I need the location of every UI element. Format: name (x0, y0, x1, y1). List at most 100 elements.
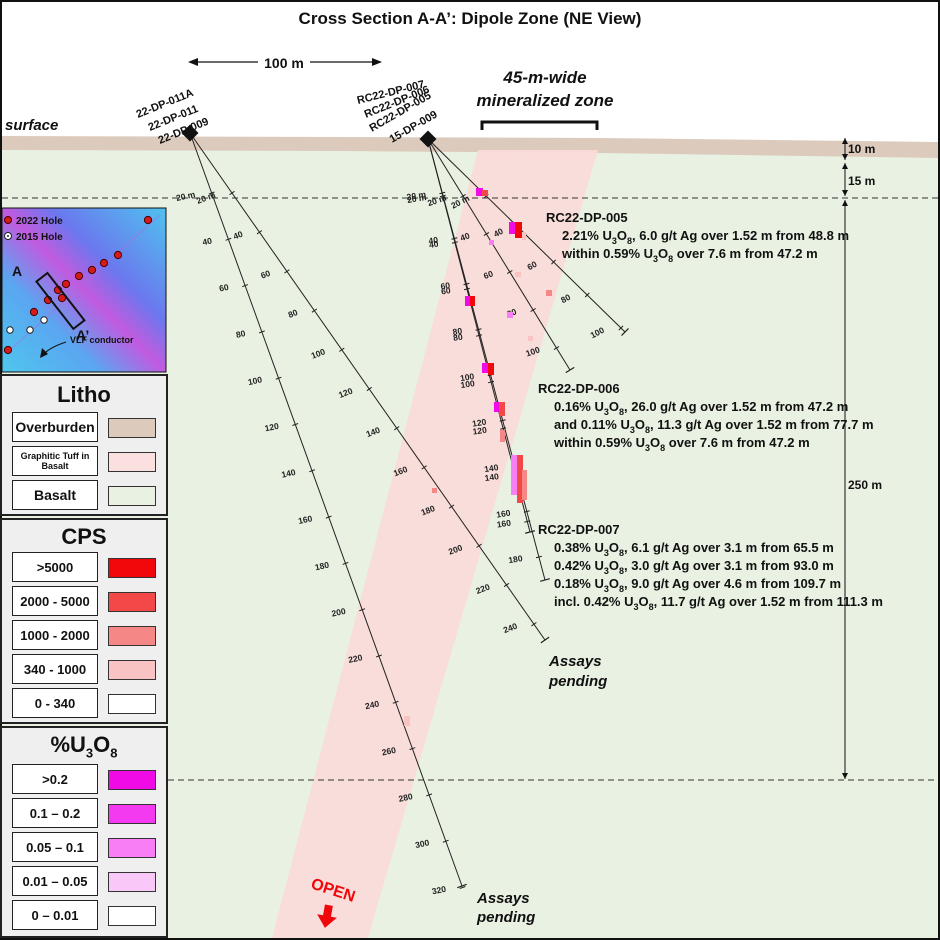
depth-label: 20 m (175, 189, 196, 203)
result-hole-name: RC22-DP-005 (546, 210, 628, 225)
depth-dimensions (842, 138, 848, 779)
depth-label: 160 (496, 508, 512, 520)
drill-trace-h2 (189, 132, 546, 641)
litho-row: Overburden (12, 412, 156, 442)
depth-label: 100 (310, 346, 327, 361)
depth-tick (506, 270, 513, 274)
hole-end-r3 (565, 366, 575, 374)
interval (499, 402, 505, 416)
depth-label: 60 (218, 282, 230, 294)
depth-tick (551, 259, 557, 265)
inset-holes (3, 215, 153, 355)
legend-2015: 2015 Hole (16, 232, 63, 243)
depth-tick (531, 622, 537, 627)
litho-swatch (108, 418, 156, 438)
legend-2022: 2022 Hole (16, 216, 63, 227)
inset-map: 2022 Hole 2015 Hole A A’ VLF conductor (1, 207, 167, 373)
depth-tick (258, 330, 265, 334)
hole-end-h1 (457, 883, 467, 889)
depth-label: 140 (484, 471, 500, 483)
depth-label: 40 (428, 239, 439, 250)
depth-tick (463, 282, 470, 286)
result-hole-name: RC22-DP-007 (538, 522, 620, 537)
cps-swatch (108, 694, 156, 714)
interval (500, 430, 505, 442)
result-line: within 0.59% U3O8 over 7.6 m from 47.2 m (561, 246, 818, 264)
svg-text:pending: pending (476, 909, 535, 926)
hole-2015-icon (6, 326, 14, 334)
depth-label: 80 (452, 326, 463, 337)
depth-tick (256, 230, 263, 235)
cps-row: 1000 - 2000 (12, 620, 156, 650)
depth-tick (339, 347, 345, 352)
depth-tick (311, 308, 318, 313)
depth-tick (421, 465, 427, 470)
zone-label: 45-m-wide (502, 68, 586, 87)
depth-tick (503, 582, 510, 588)
depth-tick (463, 287, 470, 291)
result-line: 0.42% U3O8, 3.0 g/t Ag over 3.1 m from 9… (554, 558, 834, 576)
interval (515, 272, 521, 277)
depth-250m: 250 m (848, 478, 882, 492)
depth-tick (242, 284, 249, 288)
interval (482, 363, 489, 373)
figure-title: Cross Section A-A’: Dipole Zone (NE View… (299, 9, 642, 28)
depth-label: 60 (482, 268, 494, 281)
cps-title: CPS (61, 524, 107, 549)
litho-row: Graphitic Tuff in Basalt (12, 446, 156, 476)
depth-tick (483, 232, 490, 236)
depth-tick (393, 426, 400, 431)
zone-bracket (480, 120, 599, 130)
depth-label: 180 (314, 560, 330, 573)
hole-2022-icon (57, 293, 67, 303)
depth-tick (292, 423, 299, 426)
depth-label: 300 (414, 837, 430, 850)
litho-swatch (108, 452, 156, 472)
depth-label: 80 (559, 292, 572, 305)
depth-10m: 10 m (848, 142, 875, 156)
depth-label: 120 (264, 421, 280, 434)
depth-tick (375, 654, 382, 658)
assay-intervals (404, 188, 552, 726)
vlf-arrow-icon (40, 348, 48, 358)
depth-label: 80 (452, 332, 463, 343)
interval (507, 312, 513, 318)
depth-tick (553, 346, 560, 350)
depth-label: 140 (483, 462, 499, 474)
cps-swatch (108, 558, 156, 578)
depth-label: 120 (472, 425, 488, 437)
depth-label: 260 (381, 745, 397, 758)
result-line: 0.38% U3O8, 6.1 g/t Ag over 3.1 m from 6… (554, 540, 834, 558)
svg-text:100 m: 100 m (264, 55, 304, 71)
depth-tick (366, 386, 372, 392)
depth-label: 20 m (406, 189, 427, 202)
cps-label: 2000 - 5000 (12, 586, 98, 616)
depth-tick (208, 191, 215, 195)
label-vlf: VLF conductor (70, 335, 134, 345)
depth-tick (225, 237, 232, 241)
depth-tick (439, 191, 446, 195)
assays-pending-upper: Assays pending (548, 653, 607, 690)
depth-label: 160 (392, 464, 409, 479)
hole-2022-icon (74, 271, 84, 281)
hole-end-r4 (621, 328, 629, 336)
interval (522, 232, 526, 240)
depth-label: 120 (471, 417, 487, 429)
u3o8-swatch (108, 804, 156, 824)
u3o8-title: %U3O8 (50, 732, 118, 761)
u3o8-label: 0.05 – 0.1 (12, 832, 98, 862)
label-a: A (12, 263, 22, 279)
cps-row: 0 - 340 (12, 688, 156, 718)
depth-15m: 15 m (848, 174, 875, 188)
result-hole-name: RC22-DP-006 (538, 381, 620, 396)
depth-tick (448, 504, 455, 509)
depth-tick (584, 292, 590, 298)
interval (494, 402, 500, 412)
u3o8-label: >0.2 (12, 764, 98, 794)
interval (404, 716, 410, 726)
cps-label: >5000 (12, 552, 98, 582)
interval (432, 488, 437, 493)
result-line: 0.16% U3O8, 26.0 g/t Ag over 1.52 m from… (554, 399, 848, 417)
depth-tick (475, 328, 482, 331)
